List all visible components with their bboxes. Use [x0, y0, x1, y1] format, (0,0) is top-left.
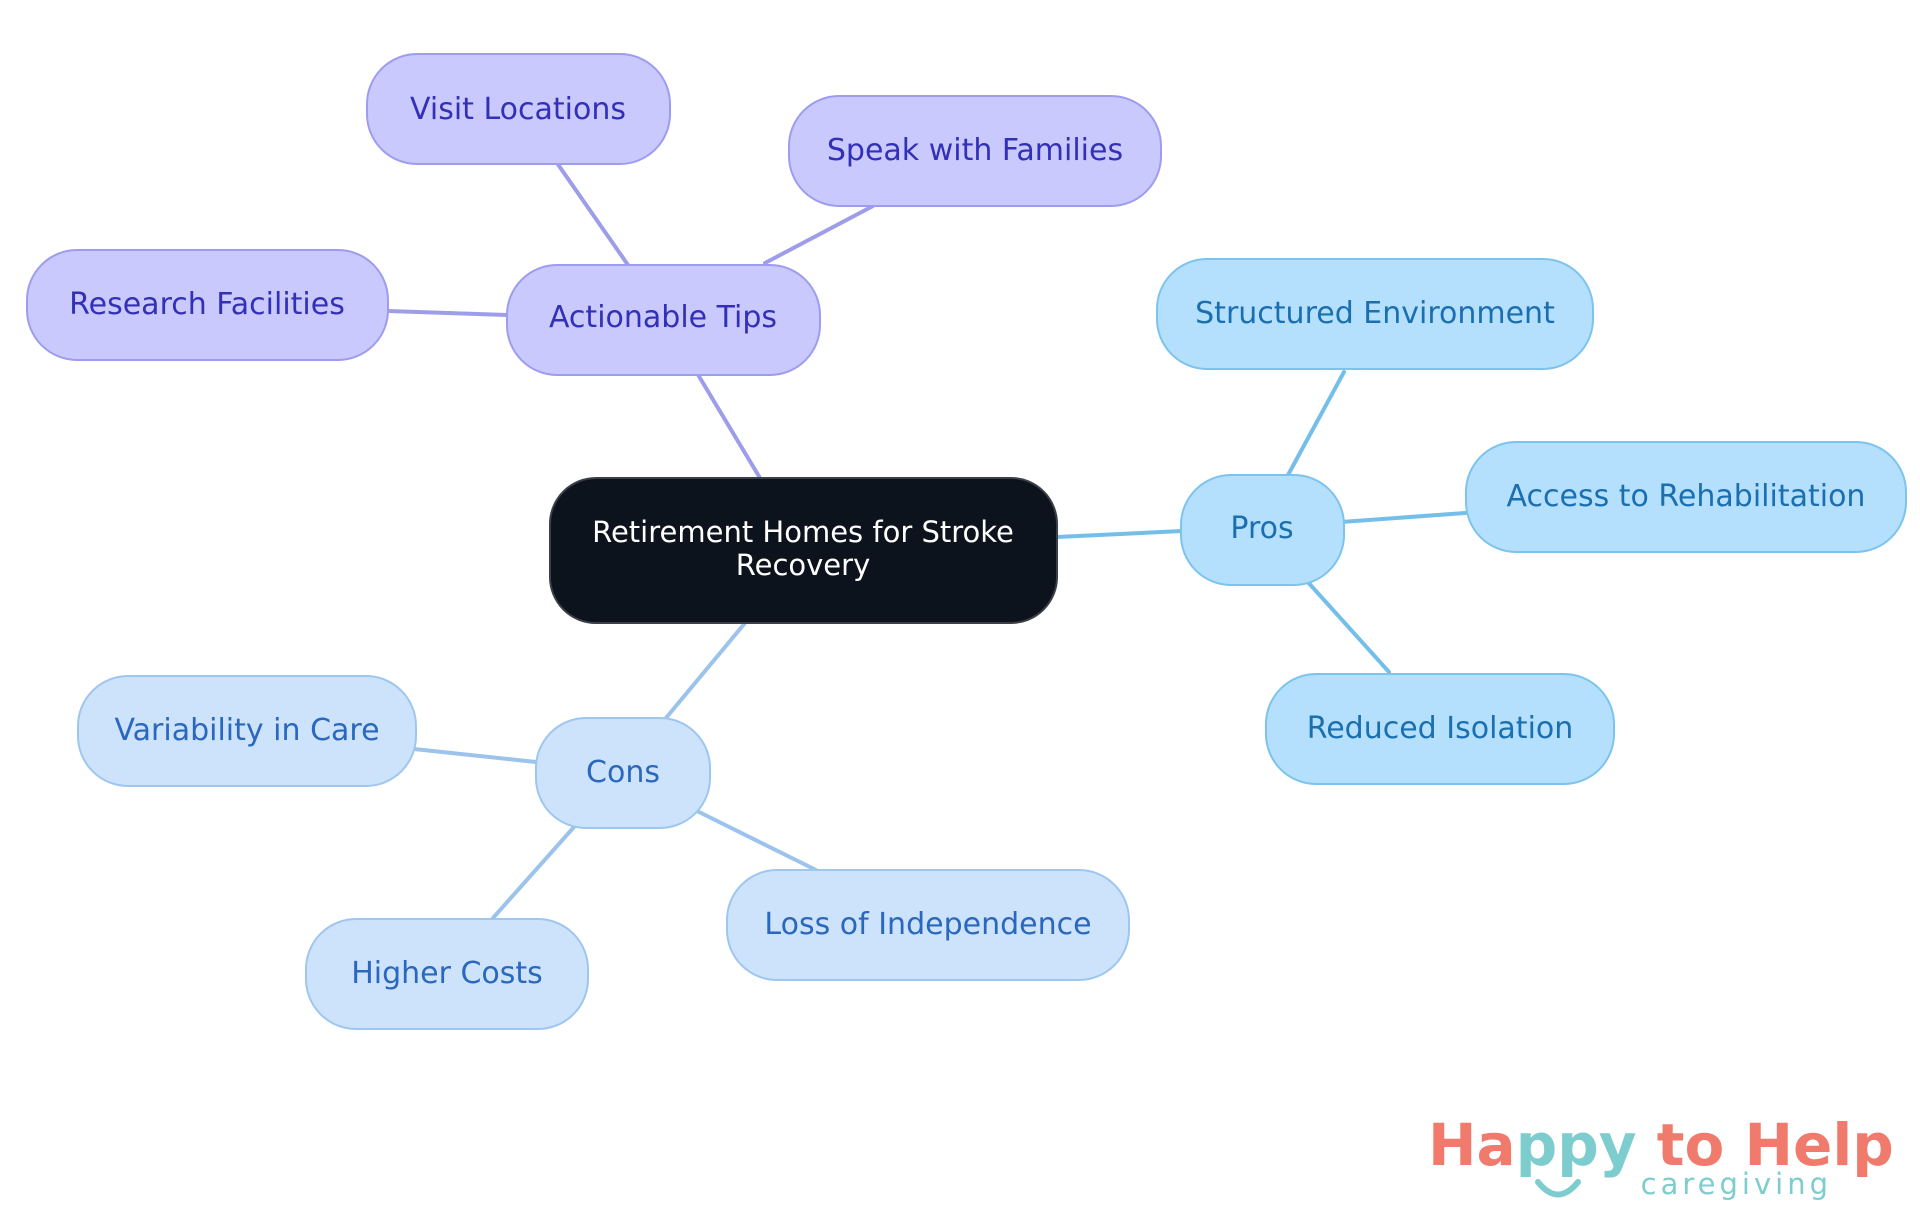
- cons-child-loss-of-independence[interactable]: Loss of Independence: [726, 869, 1130, 981]
- edge-tips-research: [386, 309, 509, 317]
- cons-child-variability-in-care[interactable]: Variability in Care: [77, 675, 417, 787]
- logo-part-1: Ha: [1428, 1111, 1516, 1179]
- smile-icon: [1535, 1179, 1581, 1198]
- tips-child-label: Speak with Families: [827, 133, 1123, 168]
- tips-child-label: Visit Locations: [410, 92, 626, 127]
- edge-pros-access: [1339, 511, 1467, 524]
- root-node[interactable]: Retirement Homes for Stroke Recovery: [549, 477, 1058, 624]
- pros-child-label: Reduced Isolation: [1307, 711, 1574, 746]
- logo-wordmark: Happy to Help: [1428, 1111, 1894, 1179]
- cons-label: Cons: [586, 755, 660, 790]
- pros-child-label: Structured Environment: [1195, 296, 1555, 331]
- edge-pros-structured: [1286, 370, 1346, 477]
- pros-child-label: Access to Rehabilitation: [1507, 479, 1866, 514]
- tips-child-visit-locations[interactable]: Visit Locations: [366, 53, 671, 165]
- tips-child-speak-with-families[interactable]: Speak with Families: [788, 95, 1162, 207]
- connectors: [386, 161, 1467, 920]
- pros-label: Pros: [1230, 511, 1293, 546]
- tips-label: Actionable Tips: [549, 300, 777, 335]
- logo-part-2: ppy: [1516, 1111, 1637, 1179]
- edge-cons-loss: [695, 809, 818, 872]
- cons-child-label: Loss of Independence: [764, 907, 1091, 942]
- pros-child-structured-environment[interactable]: Structured Environment: [1156, 258, 1594, 370]
- cons-child-label: Variability in Care: [114, 713, 379, 748]
- logo-subtitle: caregiving: [1641, 1167, 1832, 1201]
- cons-child-label: Higher Costs: [351, 956, 543, 991]
- edge-tips-visit: [555, 161, 630, 267]
- edge-root-tips: [695, 371, 762, 480]
- pros-child-reduced-isolation[interactable]: Reduced Isolation: [1265, 673, 1615, 785]
- edge-root-cons: [664, 621, 747, 720]
- logo-part-3: to Help: [1637, 1111, 1894, 1179]
- pros-child-access-to-rehabilitation[interactable]: Access to Rehabilitation: [1465, 441, 1907, 553]
- tips-child-research-facilities[interactable]: Research Facilities: [26, 249, 389, 361]
- happy-to-help-logo: Happy to Help caregiving: [1428, 1111, 1894, 1201]
- edge-pros-reduced: [1304, 578, 1391, 674]
- cons-node[interactable]: Cons: [535, 717, 711, 829]
- edge-root-pros: [1055, 529, 1184, 539]
- edge-cons-costs: [491, 825, 576, 920]
- cons-child-higher-costs[interactable]: Higher Costs: [305, 918, 589, 1030]
- tips-node[interactable]: Actionable Tips: [506, 264, 821, 376]
- pros-node[interactable]: Pros: [1180, 474, 1345, 586]
- tips-child-label: Research Facilities: [69, 287, 345, 322]
- root-label-line-1: Retirement Homes for Stroke: [592, 515, 1014, 549]
- root-label-line-2: Recovery: [736, 548, 870, 582]
- edge-cons-variability: [412, 747, 538, 764]
- edge-tips-speak: [763, 204, 875, 265]
